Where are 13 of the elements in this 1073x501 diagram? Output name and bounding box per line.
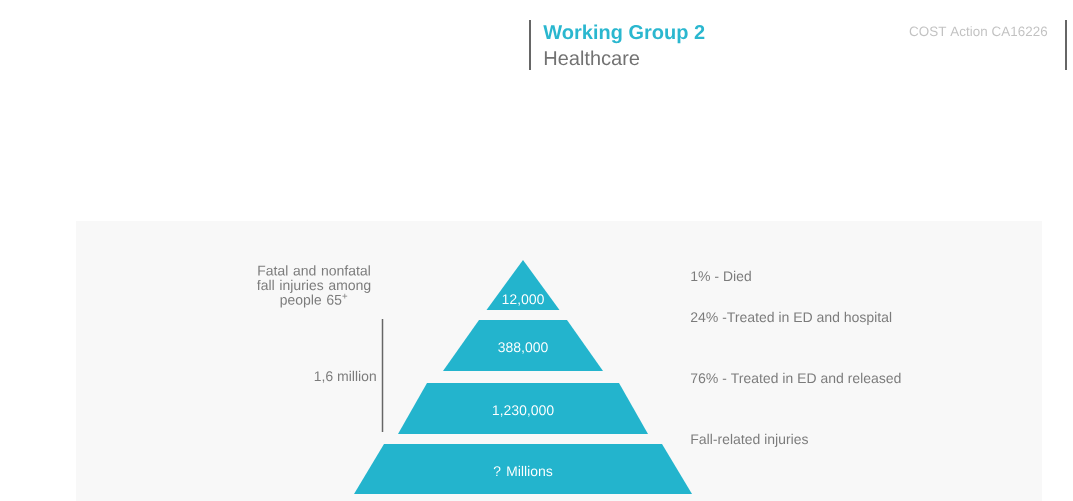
tier-caption: 24% -Treated in ED and hospital (691, 311, 892, 325)
header-text: COST Action CA16226 (909, 26, 1048, 37)
subheading: Healthcare (544, 50, 640, 66)
pyramid-tier: 388,000 (443, 320, 603, 371)
tier-caption: 1% - Died (691, 270, 751, 282)
tier-caption: Fall-related injuries (691, 433, 808, 447)
heading: Working Group 2 (543, 24, 705, 44)
pyramid-tier: ? Millions (354, 444, 692, 494)
bracket-label: 1,6 million (314, 370, 376, 383)
tier-caption: 76% - Treated in ED and released (691, 372, 901, 384)
pyramid-tier: 1,230,000 (398, 383, 648, 434)
pyramid-caption: Fatal and nonfatal fall injuries among people 65$^{+}$ (257, 265, 371, 308)
pyramid-tier: 12,000 (486, 260, 560, 310)
